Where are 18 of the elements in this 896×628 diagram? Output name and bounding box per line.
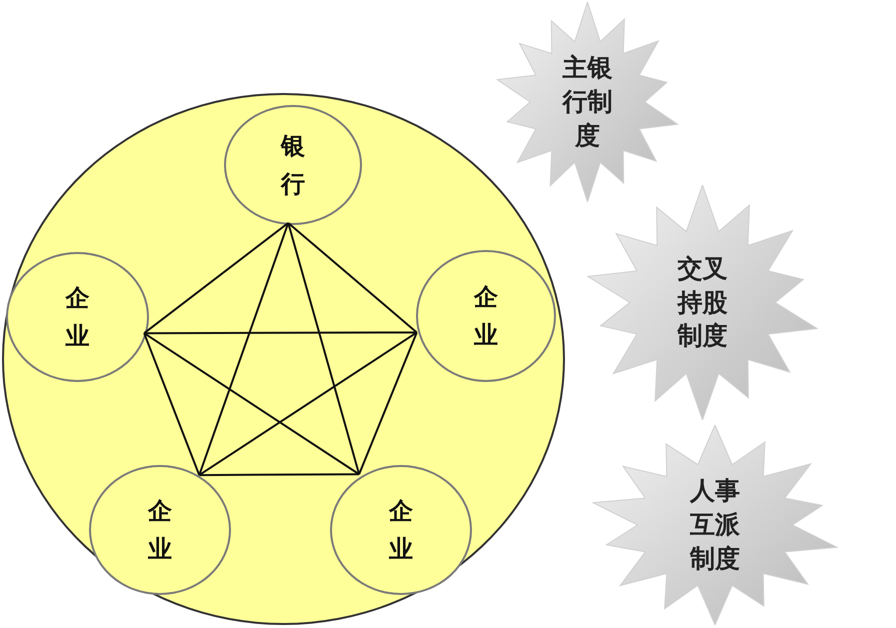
connector-line (288, 222, 418, 334)
node-label: 企业 (388, 496, 414, 565)
connector-line (198, 332, 418, 476)
connector-line (198, 222, 290, 476)
node-label: 企业 (472, 282, 499, 351)
connector-line (144, 331, 417, 334)
node-label: 交叉持股制度 (676, 252, 728, 352)
connector-line (358, 332, 418, 475)
connector-line (143, 332, 200, 476)
node-label: 银行 (279, 130, 306, 200)
node-label: 人事互派制度 (688, 475, 741, 575)
connector-line (199, 473, 360, 476)
connector-line (144, 332, 360, 476)
node-label: 主银行制度 (560, 52, 614, 152)
node-label: 企业 (146, 496, 173, 565)
connector-line (287, 222, 360, 474)
node-label: 企业 (64, 282, 90, 352)
connector-line (144, 222, 289, 334)
